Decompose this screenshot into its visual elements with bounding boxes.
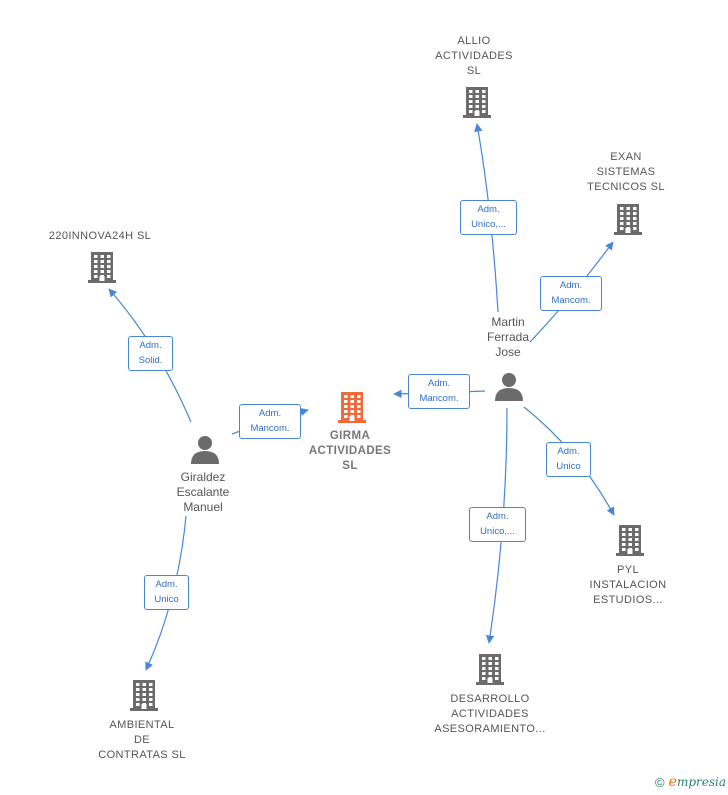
- building-icon: [130, 680, 158, 711]
- person-icon: [191, 436, 219, 464]
- node-girma[interactable]: [335, 390, 369, 424]
- edge-label-giraldez-girma[interactable]: Adm. Mancom.: [239, 404, 301, 439]
- node-ambiental[interactable]: [127, 678, 161, 712]
- building-icon: [614, 204, 642, 235]
- node-label-exan: EXAN SISTEMAS TECNICOS SL: [587, 151, 665, 193]
- edge-label-giraldez-innova[interactable]: Adm. Solid.: [128, 336, 173, 371]
- copyright-icon: ©: [655, 774, 665, 790]
- node-label-allio: ALLIO ACTIVIDADES SL: [435, 35, 513, 77]
- node-label-girma: GIRMA ACTIVIDADES SL: [308, 430, 392, 472]
- node-exan[interactable]: [611, 202, 645, 236]
- node-label-pyl: PYL INSTALACION ESTUDIOS...: [589, 564, 667, 606]
- building-icon: [616, 525, 644, 556]
- building-icon: [338, 392, 366, 423]
- building-icon: [88, 252, 116, 283]
- node-pyl[interactable]: [613, 523, 647, 557]
- building-icon: [463, 87, 491, 118]
- node-label-martin: Martin Ferrada Jose: [486, 315, 530, 359]
- edge-label-martin-pyl[interactable]: Adm. Unico: [546, 442, 591, 477]
- person-icon: [495, 373, 523, 401]
- node-label-giraldez: Giraldez Escalante Manuel: [176, 470, 230, 514]
- node-label-ambiental: AMBIENTAL DE CONTRATAS SL: [98, 719, 186, 761]
- building-icon: [476, 654, 504, 685]
- node-giraldez[interactable]: [188, 432, 222, 466]
- node-innova[interactable]: [85, 250, 119, 284]
- node-label-innova: 220INNOVA24H SL: [48, 230, 152, 242]
- edge-label-giraldez-ambiental[interactable]: Adm. Unico: [144, 575, 189, 610]
- edge-label-martin-allio[interactable]: Adm. Unico,...: [460, 200, 517, 235]
- brand-logo: empresia: [669, 774, 726, 790]
- node-martin[interactable]: [492, 369, 526, 403]
- edge-label-martin-desarrollo[interactable]: Adm. Unico,...: [469, 507, 526, 542]
- brand-watermark: © empresia: [655, 773, 726, 791]
- node-allio[interactable]: [460, 85, 494, 119]
- brand-logo-e: e: [668, 774, 677, 790]
- brand-logo-rest: mpresia: [676, 775, 726, 789]
- edge-label-martin-girma[interactable]: Adm. Mancom.: [408, 374, 470, 409]
- node-desarrollo[interactable]: [473, 652, 507, 686]
- node-label-desarrollo: DESARROLLO ACTIVIDADES ASESORAMIENTO...: [434, 693, 546, 735]
- edge-label-martin-exan[interactable]: Adm. Mancom.: [540, 276, 602, 311]
